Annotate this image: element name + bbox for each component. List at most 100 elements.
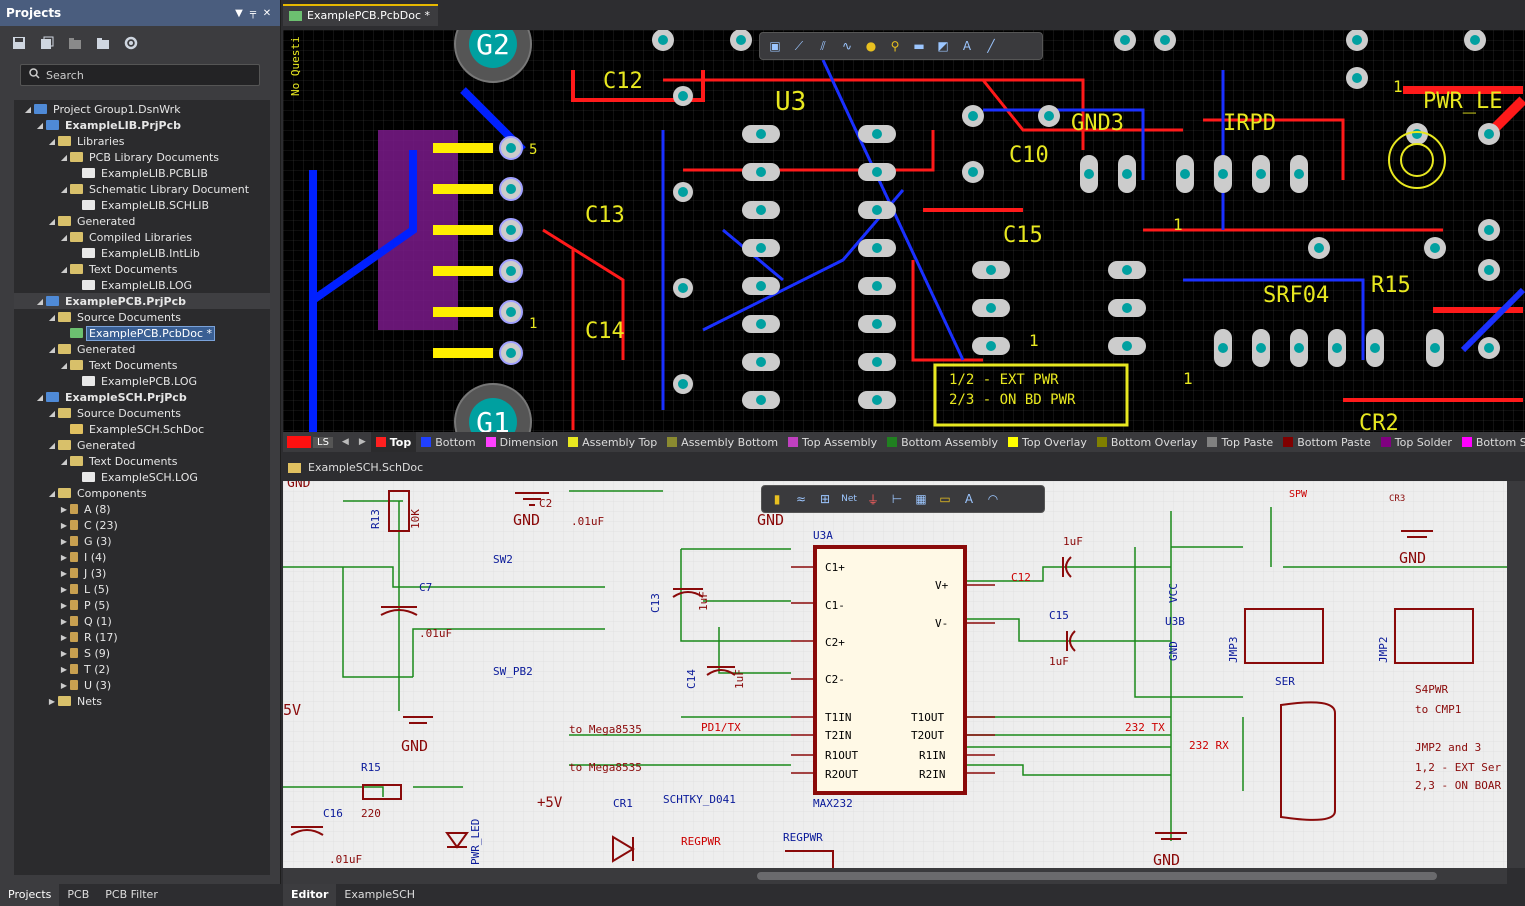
collapse-icon[interactable]: ◢	[36, 296, 44, 306]
expand-icon[interactable]: ▶	[60, 584, 68, 594]
collapse-icon[interactable]: ◢	[48, 344, 56, 354]
pcb-canvas[interactable]: G2 G1 C12 C13 C14 U3 C10	[283, 30, 1525, 432]
vertical-scrollbar[interactable]	[1507, 481, 1525, 868]
layer-tab-top-paste[interactable]: Top Paste	[1202, 432, 1278, 452]
tree-item[interactable]: ▶S (9)	[14, 645, 270, 661]
ground-icon[interactable]: ⏚	[866, 492, 879, 507]
collapse-icon[interactable]: ◢	[48, 312, 56, 322]
tree-item[interactable]: ◢ExampleSCH.PrjPcb	[14, 389, 270, 405]
layer-tab-top-assembly[interactable]: Top Assembly	[783, 432, 882, 452]
layer-tab-bottom[interactable]: Bottom	[416, 432, 480, 452]
via-icon[interactable]: ⚲	[890, 39, 900, 53]
layer-prev-icon[interactable]: ◀	[341, 437, 349, 447]
collapse-icon[interactable]: ◢	[48, 440, 56, 450]
expand-icon[interactable]: ▶	[60, 552, 68, 562]
expand-icon[interactable]: ▶	[60, 536, 68, 546]
collapse-icon[interactable]: ◢	[36, 392, 44, 402]
collapse-icon[interactable]: ◢	[48, 136, 56, 146]
tree-item[interactable]: ◢Source Documents	[14, 309, 270, 325]
tree-item[interactable]: ExampleSCH.SchDoc	[14, 421, 270, 437]
expand-icon[interactable]: ▶	[60, 568, 68, 578]
collapse-icon[interactable]: ◢	[60, 456, 68, 466]
layer-tab-assembly-top[interactable]: Assembly Top	[563, 432, 662, 452]
scrollbar-thumb[interactable]	[757, 872, 1437, 880]
layer-set-selector[interactable]: LS	[283, 436, 337, 448]
tree-item[interactable]: ◢Generated	[14, 341, 270, 357]
tree-item[interactable]: ◢Components	[14, 485, 270, 501]
layer-tab-bottom-solder[interactable]: Bottom Solder	[1457, 432, 1525, 452]
bus-icon[interactable]: ▮	[773, 492, 781, 506]
expand-icon[interactable]: ▶	[60, 600, 68, 610]
tree-item[interactable]: ◢ExamplePCB.PrjPcb	[14, 293, 270, 309]
text-icon[interactable]: A	[962, 39, 972, 53]
layer-tab-top-overlay[interactable]: Top Overlay	[1003, 432, 1092, 452]
port-icon[interactable]: ⊢	[891, 492, 903, 506]
layer-tab-assembly-bottom[interactable]: Assembly Bottom	[662, 432, 783, 452]
tree-item[interactable]: ◢PCB Library Documents	[14, 149, 270, 165]
tree-item[interactable]: ExampleLIB.PCBLIB	[14, 165, 270, 181]
collapse-icon[interactable]: ◢	[60, 264, 68, 274]
tree-item[interactable]: ExamplePCB.LOG	[14, 373, 270, 389]
tab-pcb-filter[interactable]: PCB Filter	[105, 888, 158, 901]
text-icon[interactable]: A	[964, 492, 974, 506]
route-icon[interactable]: ⟋	[794, 38, 804, 53]
net-label-icon[interactable]: Net	[841, 494, 857, 504]
tree-item[interactable]: ▶R (17)	[14, 629, 270, 645]
horizontal-scrollbar[interactable]	[283, 868, 1507, 884]
layer-tab-dimension[interactable]: Dimension	[481, 432, 563, 452]
tree-item[interactable]: ◢Generated	[14, 213, 270, 229]
pad-icon[interactable]: ●	[865, 39, 877, 53]
tab-sch-doc[interactable]: ExampleSCH.SchDoc	[288, 458, 423, 478]
polygon-icon[interactable]: ◩	[937, 39, 949, 53]
tree-item[interactable]: ▶J (3)	[14, 565, 270, 581]
save-icon[interactable]	[10, 34, 28, 52]
tree-item[interactable]: ◢Generated	[14, 437, 270, 453]
tree-item[interactable]: ◢Text Documents	[14, 453, 270, 469]
project-options-icon[interactable]	[66, 34, 84, 52]
expand-icon[interactable]: ▶	[48, 696, 56, 706]
expand-icon[interactable]: ▶	[60, 664, 68, 674]
tree-item[interactable]: ExamplePCB.PcbDoc *	[14, 325, 270, 341]
tree-item[interactable]: ◢Schematic Library Document	[14, 181, 270, 197]
open-folder-icon[interactable]	[94, 34, 112, 52]
tree-item[interactable]: ▶Nets	[14, 693, 270, 709]
tree-item[interactable]: ◢Project Group1.DsnWrk	[14, 101, 270, 117]
layer-tab-top[interactable]: Top	[370, 432, 417, 452]
tree-item[interactable]: ExampleLIB.SCHLIB	[14, 197, 270, 213]
tab-examplesch[interactable]: ExampleSCH	[344, 888, 416, 901]
tab-pcb-doc[interactable]: ExamplePCB.PcbDoc *	[283, 4, 438, 26]
tree-item[interactable]: ▶G (3)	[14, 533, 270, 549]
sheet-entry-icon[interactable]: ▭	[939, 492, 951, 506]
close-icon[interactable]: ✕	[262, 7, 272, 19]
layer-tab-bottom-assembly[interactable]: Bottom Assembly	[882, 432, 1003, 452]
fill-icon[interactable]: ▬	[913, 39, 925, 53]
collapse-icon[interactable]: ◢	[60, 184, 68, 194]
collapse-icon[interactable]: ◢	[60, 152, 68, 162]
tree-item[interactable]: ◢Text Documents	[14, 357, 270, 373]
tune-icon[interactable]: ∿	[841, 39, 853, 53]
collapse-icon[interactable]: ◢	[60, 232, 68, 242]
tree-item[interactable]: ▶A (8)	[14, 501, 270, 517]
wire-icon[interactable]: ≈	[795, 492, 807, 506]
tree-item[interactable]: ▶T (2)	[14, 661, 270, 677]
panel-menu-icon[interactable]: ▼	[235, 7, 243, 19]
layer-tab-bottom-paste[interactable]: Bottom Paste	[1278, 432, 1376, 452]
tree-item[interactable]: ◢Compiled Libraries	[14, 229, 270, 245]
tree-item[interactable]: ▶U (3)	[14, 677, 270, 693]
tree-item[interactable]: ▶Q (1)	[14, 613, 270, 629]
tree-item[interactable]: ▶C (23)	[14, 517, 270, 533]
expand-icon[interactable]: ▶	[60, 680, 68, 690]
collapse-icon[interactable]: ◢	[48, 216, 56, 226]
tab-projects[interactable]: Projects	[0, 884, 60, 906]
collapse-icon[interactable]: ◢	[36, 120, 44, 130]
collapse-icon[interactable]: ◢	[48, 408, 56, 418]
harness-icon[interactable]: ⊞	[819, 492, 831, 506]
diff-pair-icon[interactable]: ⫽	[820, 38, 826, 53]
tree-item[interactable]: ◢Source Documents	[14, 405, 270, 421]
tree-item[interactable]: ExampleLIB.LOG	[14, 277, 270, 293]
tree-item[interactable]: ◢ExampleLIB.PrjPcb	[14, 117, 270, 133]
tree-item[interactable]: ExampleSCH.LOG	[14, 469, 270, 485]
gear-icon[interactable]	[122, 34, 140, 52]
tree-item[interactable]: ◢Text Documents	[14, 261, 270, 277]
component-icon[interactable]: ▦	[915, 492, 927, 506]
